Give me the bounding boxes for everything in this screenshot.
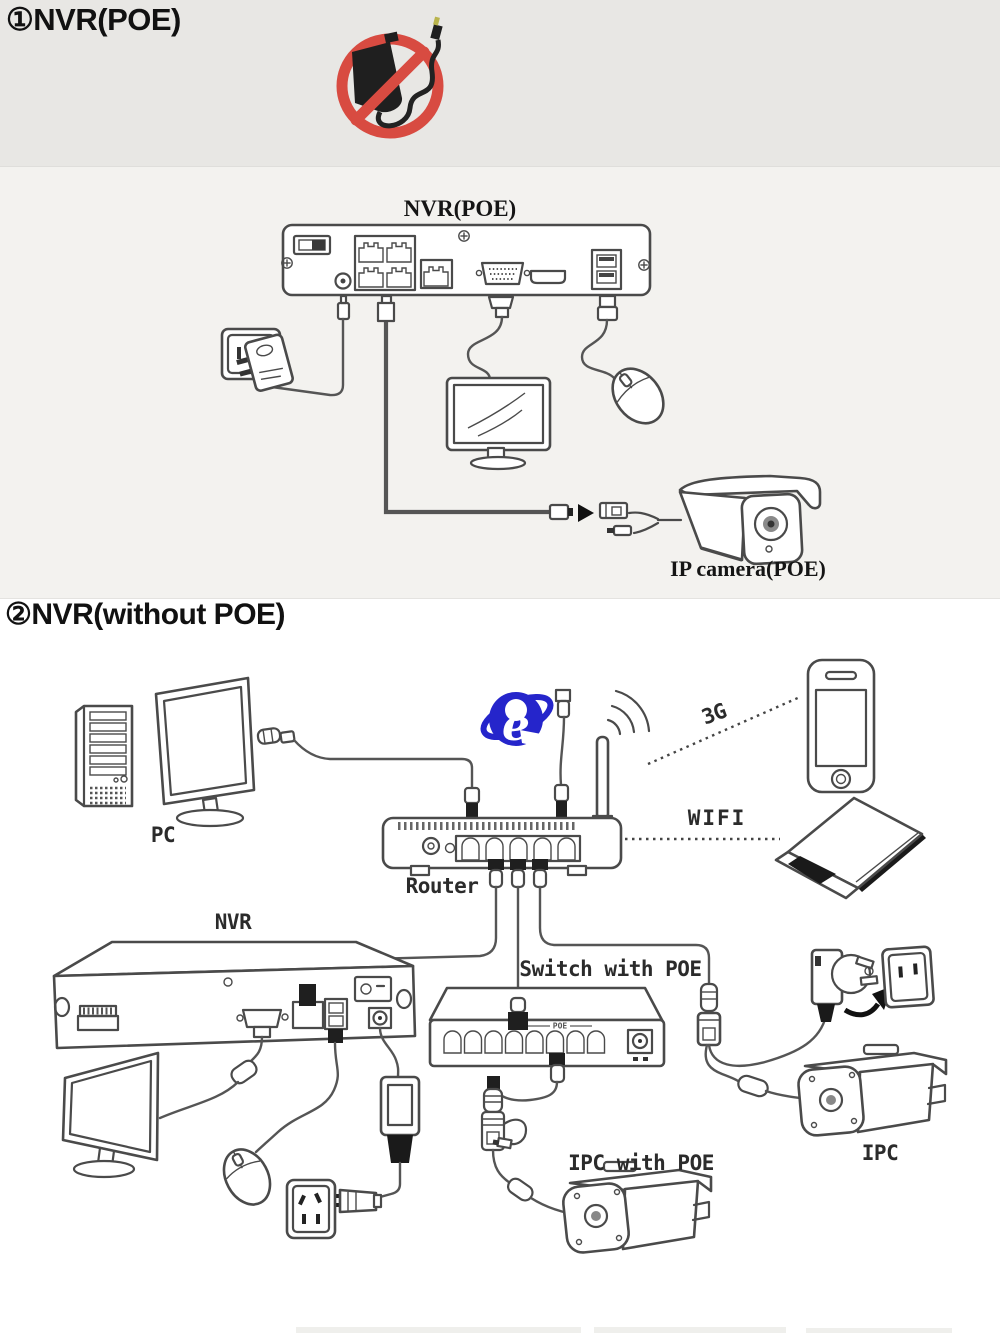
- section2-title: ②NVR(without POE): [5, 598, 286, 631]
- nvr2-dc-jack: [367, 1006, 393, 1030]
- power-switch: [292, 234, 332, 256]
- lan-port: [419, 258, 454, 290]
- no-power-adapter-icon: [336, 16, 444, 139]
- ipc-label: IPC: [861, 1141, 899, 1165]
- power-adapter-s2-right: [810, 948, 892, 1022]
- ipc-power-splitter: [696, 982, 828, 1102]
- nvr2-vga-port: [236, 1008, 289, 1039]
- section1-top-band: [0, 0, 1000, 166]
- bottom-strip: [594, 1327, 786, 1333]
- section1-title: ①NVR(POE): [6, 2, 181, 37]
- power-adapter-s2: [285, 1026, 421, 1240]
- nvr2-usb-ports: [323, 997, 349, 1043]
- wifi-waves-icon: [606, 689, 651, 736]
- router-antenna: [595, 735, 610, 821]
- mouse-cable-s2: [254, 1041, 340, 1154]
- nvr2-power-switch: [353, 975, 393, 1003]
- nvr2-vga-cable: [158, 1035, 264, 1120]
- mouse-s1: [611, 367, 665, 425]
- nvr-poe-label: NVR(POE): [403, 196, 517, 221]
- ipc-camera: [797, 1043, 948, 1137]
- poe-ethernet-cable-s1: [376, 294, 594, 522]
- poe-switch: POE: [428, 986, 666, 1102]
- poe-port-block: [353, 234, 417, 292]
- pc-monitor: [154, 676, 256, 828]
- wan-cable: [553, 688, 572, 817]
- nvr2-lan-port: [291, 984, 325, 1030]
- monitor-s2: [61, 1051, 160, 1179]
- monitor-s1: [445, 376, 552, 471]
- ie-letter: e: [502, 700, 530, 751]
- switch-poe-print: POE: [553, 1022, 568, 1031]
- pc-tower: [74, 704, 134, 808]
- router-label: Router: [405, 874, 479, 898]
- bottom-strip: [296, 1327, 581, 1333]
- power-adapter-cable-s1: [220, 294, 351, 397]
- ipc-poe-pigtail: [480, 1076, 586, 1218]
- laptop: [774, 796, 926, 900]
- power-plug-s2: [328, 1188, 383, 1214]
- dc-power-jack: [334, 272, 352, 290]
- smartphone: [806, 658, 876, 794]
- nvr-poe-rear-panel: [281, 223, 652, 297]
- usb-cable-s1: [580, 294, 619, 380]
- ipc-with-poe-camera: [562, 1160, 713, 1254]
- router: [381, 689, 651, 877]
- bottom-strip: [806, 1328, 952, 1333]
- vga-cable-s1: [466, 295, 515, 382]
- arrow-icon: [578, 504, 594, 522]
- usb-ports: [590, 248, 623, 291]
- power-adapter-s1: [236, 333, 294, 392]
- wall-outlet-s2-right: [881, 945, 935, 1009]
- wifi-label: WIFI: [687, 806, 747, 830]
- pc-label: PC: [150, 823, 176, 847]
- ip-camera-label: IP camera(POE): [670, 556, 826, 581]
- wall-outlet-s2: [285, 1178, 337, 1240]
- ipc-with-poe-label: IPC with POE: [568, 1151, 714, 1175]
- mouse-s2: [222, 1148, 272, 1206]
- nvr-without-poe: [52, 940, 417, 1050]
- nvr-label: NVR: [214, 910, 252, 934]
- pc-to-router-cable: [256, 727, 481, 818]
- hdmi-port: [529, 269, 567, 285]
- ip-camera-poe: [598, 474, 822, 566]
- switch-with-poe-label: Switch with POE: [519, 957, 702, 981]
- vga-port: [475, 261, 531, 286]
- internet-explorer-icon: e: [480, 692, 554, 751]
